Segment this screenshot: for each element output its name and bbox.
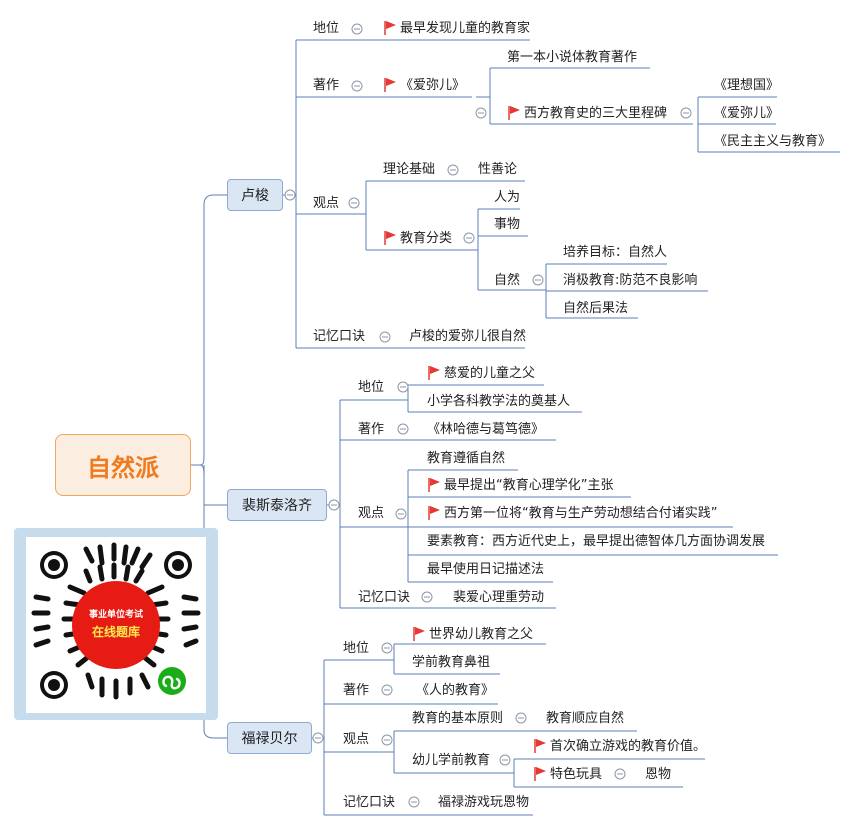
principle-label[interactable]: 教育的基本原则	[412, 711, 504, 726]
preschool-item-2-label[interactable]: 特色玩具	[550, 767, 603, 782]
pestalozzi-view-5[interactable]: 最早使用日记描述法	[427, 562, 545, 577]
froebel-mnemonic-label[interactable]: 记忆口诀	[343, 795, 396, 810]
froebel-works-label[interactable]: 著作	[343, 683, 370, 698]
qr-line-1: 事业单位考试	[89, 608, 143, 620]
rousseau-mnemonic-label[interactable]: 记忆口诀	[313, 329, 366, 344]
milestone-3[interactable]: 《民主主义与教育》	[714, 134, 832, 149]
froebel-status-label[interactable]: 地位	[343, 641, 370, 656]
pestalozzi-status-1[interactable]: 慈爱的儿童之父	[444, 366, 536, 381]
qr-pattern: 事业单位考试 在线题库	[31, 542, 201, 700]
rousseau-works-note2[interactable]: 西方教育史的三大里程碑	[524, 106, 668, 121]
node-pestalozzi[interactable]: 裴斯泰洛齐	[227, 489, 327, 521]
edu-class-label[interactable]: 教育分类	[400, 231, 453, 246]
preschool-item-1[interactable]: 首次确立游戏的教育价值。	[550, 739, 707, 754]
rousseau-works-note1[interactable]: 第一本小说体教育著作	[507, 50, 638, 65]
pestalozzi-status-label[interactable]: 地位	[358, 380, 385, 395]
nature-item-1[interactable]: 培养目标：自然人	[563, 245, 668, 260]
preschool-label[interactable]: 幼儿学前教育	[412, 753, 491, 768]
pestalozzi-view-3[interactable]: 西方第一位将“教育与生产劳动想结合付诸实践”	[444, 506, 718, 521]
preschool-item-2-value[interactable]: 恩物	[645, 767, 672, 782]
pestalozzi-views-label[interactable]: 观点	[358, 506, 385, 521]
nature-item-3[interactable]: 自然后果法	[563, 301, 629, 316]
froebel-status-2[interactable]: 学前教育鼻祖	[412, 655, 491, 670]
pestalozzi-view-1[interactable]: 教育遵循自然	[427, 451, 506, 466]
qr-line-2: 在线题库	[92, 624, 140, 639]
edu-type-human[interactable]: 人为	[494, 190, 521, 205]
froebel-views-label[interactable]: 观点	[343, 732, 370, 747]
root-node[interactable]: 自然派	[55, 434, 191, 496]
froebel-status-1[interactable]: 世界幼儿教育之父	[429, 627, 534, 642]
node-rousseau[interactable]: 卢梭	[227, 179, 283, 211]
pestalozzi-status-2[interactable]: 小学各科教学法的奠基人	[427, 394, 571, 409]
rousseau-works-label[interactable]: 著作	[313, 78, 340, 93]
edu-type-nature[interactable]: 自然	[494, 273, 521, 288]
theory-label[interactable]: 理论基础	[383, 162, 436, 177]
principle-value[interactable]: 教育顺应自然	[546, 711, 625, 726]
froebel-works-value[interactable]: 《人的教育》	[416, 683, 495, 698]
edu-type-things[interactable]: 事物	[494, 217, 521, 232]
rousseau-views-label[interactable]: 观点	[313, 196, 340, 211]
pestalozzi-works-label[interactable]: 著作	[358, 422, 385, 437]
rousseau-status-label[interactable]: 地位	[313, 21, 340, 36]
pestalozzi-mnemonic-value[interactable]: 裴爱心理重劳动	[453, 590, 545, 605]
milestone-1[interactable]: 《理想国》	[714, 78, 780, 93]
rousseau-status-value[interactable]: 最早发现儿童的教育家	[400, 21, 531, 36]
pestalozzi-works-value[interactable]: 《林哈德与葛笃德》	[427, 422, 545, 437]
mini-program-icon	[162, 675, 181, 690]
nature-item-2[interactable]: 消极教育:防范不良影响	[563, 273, 698, 288]
flag-icons	[384, 21, 546, 781]
pestalozzi-view-4[interactable]: 要素教育：西方近代史上，最早提出德智体几方面协调发展	[427, 534, 766, 549]
pestalozzi-view-2[interactable]: 最早提出“教育心理学化”主张	[444, 478, 614, 493]
froebel-mnemonic-value[interactable]: 福禄游戏玩恩物	[438, 795, 530, 810]
milestone-2[interactable]: 《爱弥儿》	[714, 106, 780, 121]
theory-value[interactable]: 性善论	[478, 162, 518, 177]
pestalozzi-mnemonic-label[interactable]: 记忆口诀	[358, 590, 411, 605]
rousseau-works-title[interactable]: 《爱弥儿》	[400, 78, 466, 93]
node-froebel[interactable]: 福禄贝尔	[227, 722, 312, 754]
qr-code-image[interactable]: 事业单位考试 在线题库	[26, 537, 206, 713]
rousseau-mnemonic-value[interactable]: 卢梭的爱弥儿很自然	[409, 329, 527, 344]
